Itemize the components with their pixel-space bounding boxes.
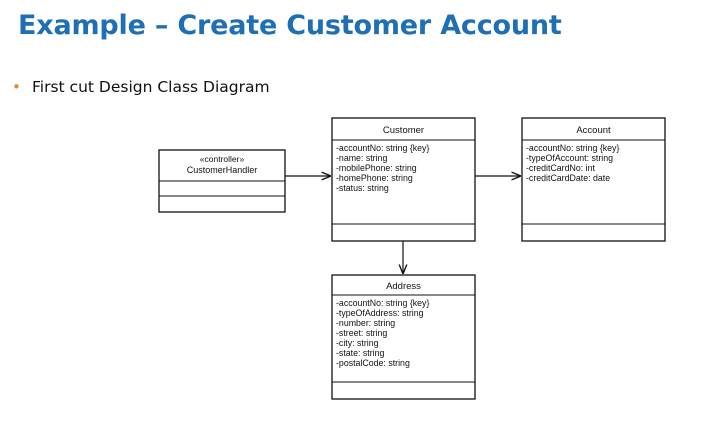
address-name: Address bbox=[386, 281, 421, 292]
address-attribute: -typeOfAddress: string bbox=[336, 308, 424, 318]
customer-attribute: -mobilePhone: string bbox=[336, 163, 417, 173]
class-address: Address -accountNo: string {key} -typeOf… bbox=[331, 274, 476, 400]
account-attribute: -accountNo: string {key} bbox=[526, 143, 619, 153]
address-attribute: -postalCode: string bbox=[336, 358, 410, 368]
address-attribute: -accountNo: string {key} bbox=[336, 298, 429, 308]
class-customer: Customer -accountNo: string {key} -name:… bbox=[331, 117, 476, 242]
customer-attribute: -name: string bbox=[336, 153, 387, 163]
account-name: Account bbox=[576, 125, 611, 136]
address-attribute: -street: string bbox=[336, 328, 387, 338]
class-customer-handler: «controller» CustomerHandler bbox=[158, 149, 286, 213]
customer-attribute: -homePhone: string bbox=[336, 173, 413, 183]
address-attribute: -city: string bbox=[336, 338, 379, 348]
bullet-marker: • bbox=[12, 78, 21, 96]
address-attribute: -number: string bbox=[336, 318, 395, 328]
customer-attribute: -accountNo: string {key} bbox=[336, 143, 429, 153]
account-attribute: -typeOfAccount: string bbox=[526, 153, 613, 163]
bullet-text: First cut Design Class Diagram bbox=[32, 78, 270, 96]
account-attribute: -creditCardDate: date bbox=[526, 173, 610, 183]
account-attribute: -creditCardNo: int bbox=[526, 163, 595, 173]
address-attribute: -state: string bbox=[336, 348, 385, 358]
class-account: Account -accountNo: string {key} -typeOf… bbox=[521, 117, 666, 242]
customer-attribute: -status: string bbox=[336, 183, 389, 193]
bullet-item: • First cut Design Class Diagram bbox=[12, 78, 270, 96]
customer-handler-stereotype: «controller» bbox=[200, 154, 245, 164]
customer-name: Customer bbox=[383, 125, 424, 136]
slide-title: Example – Create Customer Account bbox=[18, 10, 562, 41]
customer-handler-name: CustomerHandler bbox=[187, 165, 258, 175]
